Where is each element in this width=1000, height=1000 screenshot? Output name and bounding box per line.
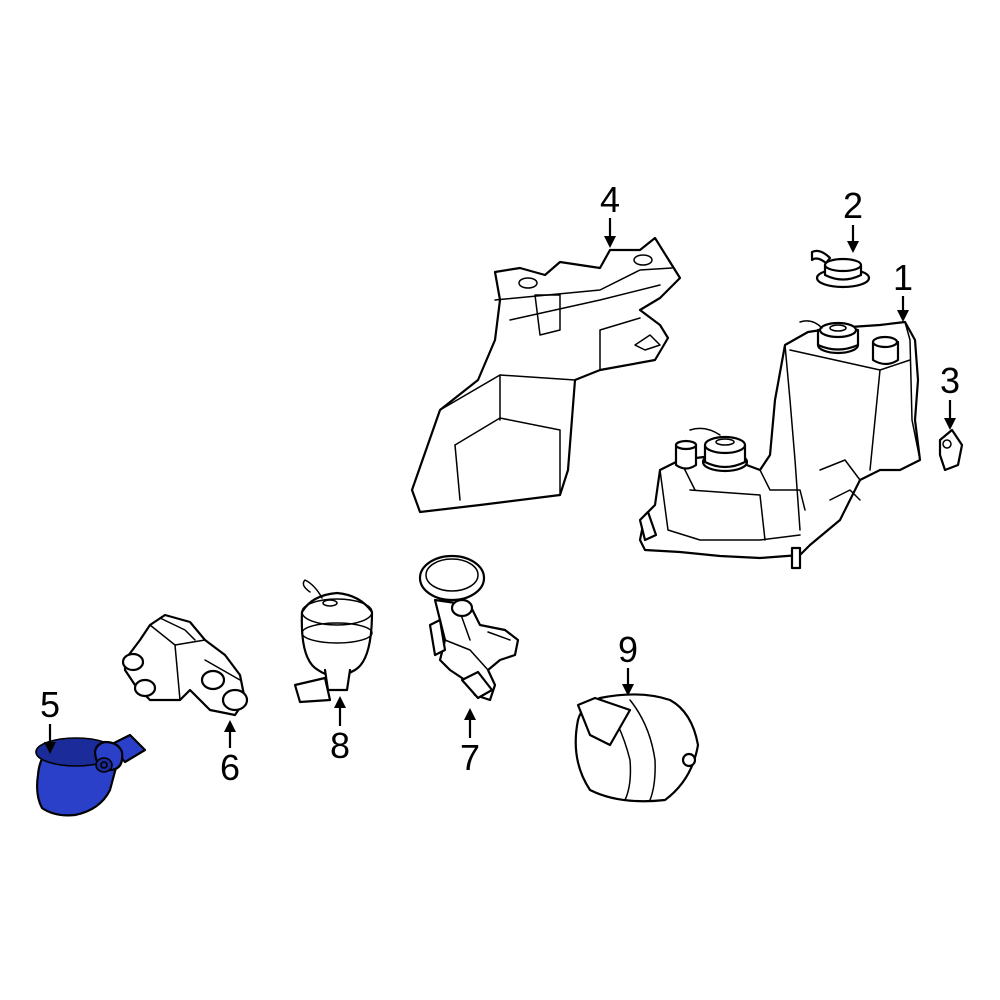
callout-4-label: 4 (600, 179, 620, 220)
callout-6-label: 6 (220, 747, 240, 788)
callout-4: 4 (600, 179, 620, 248)
callout-9: 9 (618, 629, 638, 696)
part-1-reservoir[interactable] (638, 320, 922, 570)
part-6-valve-block[interactable] (121, 613, 249, 717)
part-9-canister[interactable] (574, 693, 700, 803)
part-2-cap[interactable] (810, 249, 871, 289)
callout-5: 5 (40, 684, 60, 754)
callout-8: 8 (330, 696, 350, 766)
callout-8-label: 8 (330, 725, 350, 766)
callout-6: 6 (220, 720, 240, 788)
callout-7: 7 (460, 708, 480, 778)
callout-5-label: 5 (40, 684, 60, 725)
callout-1-label: 1 (893, 257, 913, 298)
part-3-clip[interactable] (938, 428, 964, 472)
callout-3: 3 (940, 360, 960, 430)
part-4-bracket[interactable] (410, 236, 682, 514)
callout-3-label: 3 (940, 360, 960, 401)
callout-1: 1 (893, 257, 913, 322)
callout-2-label: 2 (843, 185, 863, 226)
part-8-accumulator[interactable] (293, 579, 374, 704)
callout-2: 2 (843, 185, 863, 253)
part-7-valve-assembly[interactable] (418, 554, 520, 702)
callout-7-label: 7 (460, 737, 480, 778)
callout-9-label: 9 (618, 629, 638, 670)
part-5-pump-highlighted[interactable] (35, 733, 147, 817)
